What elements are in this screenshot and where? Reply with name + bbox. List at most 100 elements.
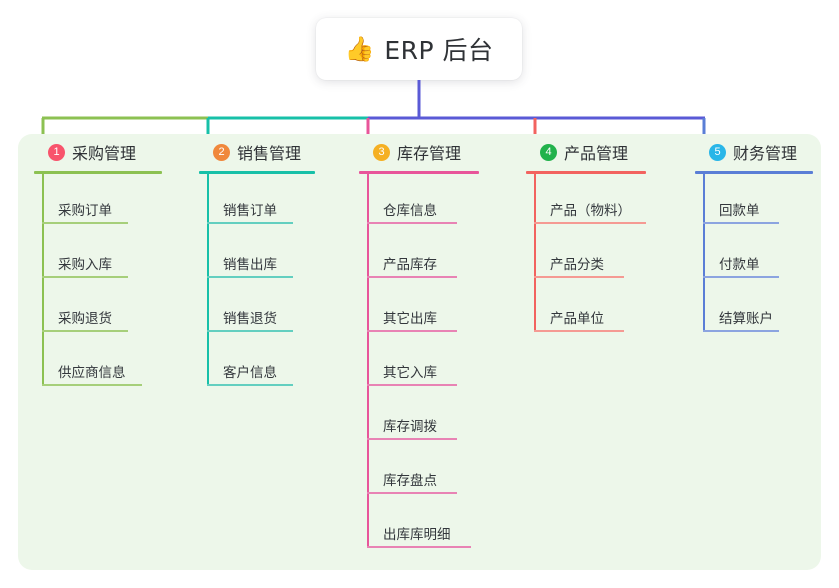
branch-item-rule [42, 222, 128, 224]
branch-item-label: 回款单 [719, 203, 760, 219]
branch-item-label: 销售订单 [223, 203, 277, 219]
branch-item-label: 出库库明细 [383, 527, 451, 543]
branch-item-label: 库存盘点 [383, 473, 437, 489]
branch-item-list: 仓库信息产品库存其它出库其它入库库存调拨库存盘点出库库明细 [359, 174, 519, 552]
branch-item-label: 销售退货 [223, 311, 277, 327]
root-node-title: ERP 后台 [384, 36, 494, 65]
branch-index-badge: 5 [709, 143, 726, 161]
branch-item-label: 产品分类 [550, 257, 604, 273]
branch-item[interactable]: 付款单 [695, 228, 825, 282]
branch-item[interactable]: 采购入库 [34, 228, 184, 282]
branch-columns: 1 采购管理采购订单采购入库采购退货供应商信息 2 销售管理销售订单销售出库销售退货客… [18, 134, 821, 570]
branch-index-badge: 1 [48, 143, 65, 161]
branch-item-rule [42, 384, 142, 386]
branch-item-label: 客户信息 [223, 365, 277, 381]
branch-item-label: 其它入库 [383, 365, 437, 381]
branch-spine [534, 174, 536, 332]
branch-item-label: 采购订单 [58, 203, 112, 219]
branch-item-rule [534, 330, 624, 332]
branch-item-label: 产品（物料） [550, 203, 631, 219]
branch-item-list: 销售订单销售出库销售退货客户信息 [199, 174, 349, 390]
branch-item-list: 采购订单采购入库采购退货供应商信息 [34, 174, 184, 390]
branch-item[interactable]: 产品（物料） [526, 174, 686, 228]
branch-item-rule [367, 546, 471, 548]
branch-item[interactable]: 回款单 [695, 174, 825, 228]
branch-column: 3 库存管理仓库信息产品库存其它出库其它入库库存调拨库存盘点出库库明细 [359, 134, 519, 552]
branch-header-rule [34, 171, 162, 174]
branch-item-label: 结算账户 [719, 311, 773, 327]
branch-item-label: 其它出库 [383, 311, 437, 327]
branch-column: 2 销售管理销售订单销售出库销售退货客户信息 [199, 134, 349, 390]
branch-index-badge: 4 [540, 143, 557, 161]
branch-item-label: 付款单 [719, 257, 760, 273]
thumbs-up-icon: 👍 [344, 35, 375, 63]
branch-item[interactable]: 其它出库 [359, 282, 519, 336]
branch-item-rule [207, 330, 293, 332]
branch-item[interactable]: 结算账户 [695, 282, 825, 336]
branch-item-rule [42, 330, 128, 332]
branch-header[interactable]: 1 采购管理 [34, 134, 184, 170]
branch-item-list: 回款单付款单结算账户 [695, 174, 825, 336]
root-node-card[interactable]: 👍 ERP 后台 [316, 18, 522, 80]
branch-item-label: 库存调拨 [383, 419, 437, 435]
branch-column: 1 采购管理采购订单采购入库采购退货供应商信息 [34, 134, 184, 390]
branch-item[interactable]: 销售订单 [199, 174, 349, 228]
branch-spine [42, 174, 44, 386]
branch-item[interactable]: 出库库明细 [359, 498, 519, 552]
branch-item-rule [534, 276, 624, 278]
branch-spine [207, 174, 209, 386]
branch-item[interactable]: 销售出库 [199, 228, 349, 282]
branch-item-label: 采购退货 [58, 311, 112, 327]
branch-title: 库存管理 [397, 144, 462, 163]
branch-item[interactable]: 产品单位 [526, 282, 686, 336]
branch-item[interactable]: 采购订单 [34, 174, 184, 228]
branch-title: 销售管理 [237, 144, 302, 163]
branch-header-rule [199, 171, 315, 174]
branch-item-rule [703, 330, 779, 332]
branch-item-label: 采购入库 [58, 257, 112, 273]
branch-item-list: 产品（物料） 产品分类产品单位 [526, 174, 686, 336]
branch-spine [367, 174, 369, 548]
branch-item-rule [207, 222, 293, 224]
branch-item-label: 供应商信息 [58, 365, 126, 381]
branch-title: 财务管理 [733, 144, 798, 163]
branch-item-rule [367, 222, 457, 224]
branch-item-rule [367, 276, 457, 278]
branch-item-rule [367, 492, 457, 494]
branch-item[interactable]: 供应商信息 [34, 336, 184, 390]
branch-title: 采购管理 [72, 144, 137, 163]
branch-item[interactable]: 仓库信息 [359, 174, 519, 228]
branch-item[interactable]: 客户信息 [199, 336, 349, 390]
branch-item[interactable]: 库存盘点 [359, 444, 519, 498]
branch-header[interactable]: 2 销售管理 [199, 134, 349, 170]
branch-item-label: 销售出库 [223, 257, 277, 273]
branch-item[interactable]: 采购退货 [34, 282, 184, 336]
branch-header[interactable]: 3 库存管理 [359, 134, 519, 170]
branch-header-rule [526, 171, 646, 174]
branch-item-rule [207, 384, 293, 386]
branch-item-label: 仓库信息 [383, 203, 437, 219]
branch-spine [703, 174, 705, 332]
branch-header-rule [695, 171, 813, 174]
branches-panel [18, 134, 821, 570]
branch-index-badge: 3 [373, 143, 390, 161]
branch-item-rule [703, 222, 779, 224]
branch-header[interactable]: 5 财务管理 [695, 134, 825, 170]
branch-column: 5 财务管理回款单付款单结算账户 [695, 134, 825, 336]
branch-item-rule [367, 330, 457, 332]
branch-item[interactable]: 销售退货 [199, 282, 349, 336]
branch-item-rule [42, 276, 128, 278]
branch-item-rule [367, 384, 457, 386]
branch-item[interactable]: 产品分类 [526, 228, 686, 282]
branch-item-rule [367, 438, 457, 440]
branch-item-rule [703, 276, 779, 278]
branch-index-badge: 2 [213, 143, 230, 161]
branch-item[interactable]: 产品库存 [359, 228, 519, 282]
branch-item[interactable]: 其它入库 [359, 336, 519, 390]
branch-item-label: 产品单位 [550, 311, 604, 327]
branch-item[interactable]: 库存调拨 [359, 390, 519, 444]
branch-item-label: 产品库存 [383, 257, 437, 273]
